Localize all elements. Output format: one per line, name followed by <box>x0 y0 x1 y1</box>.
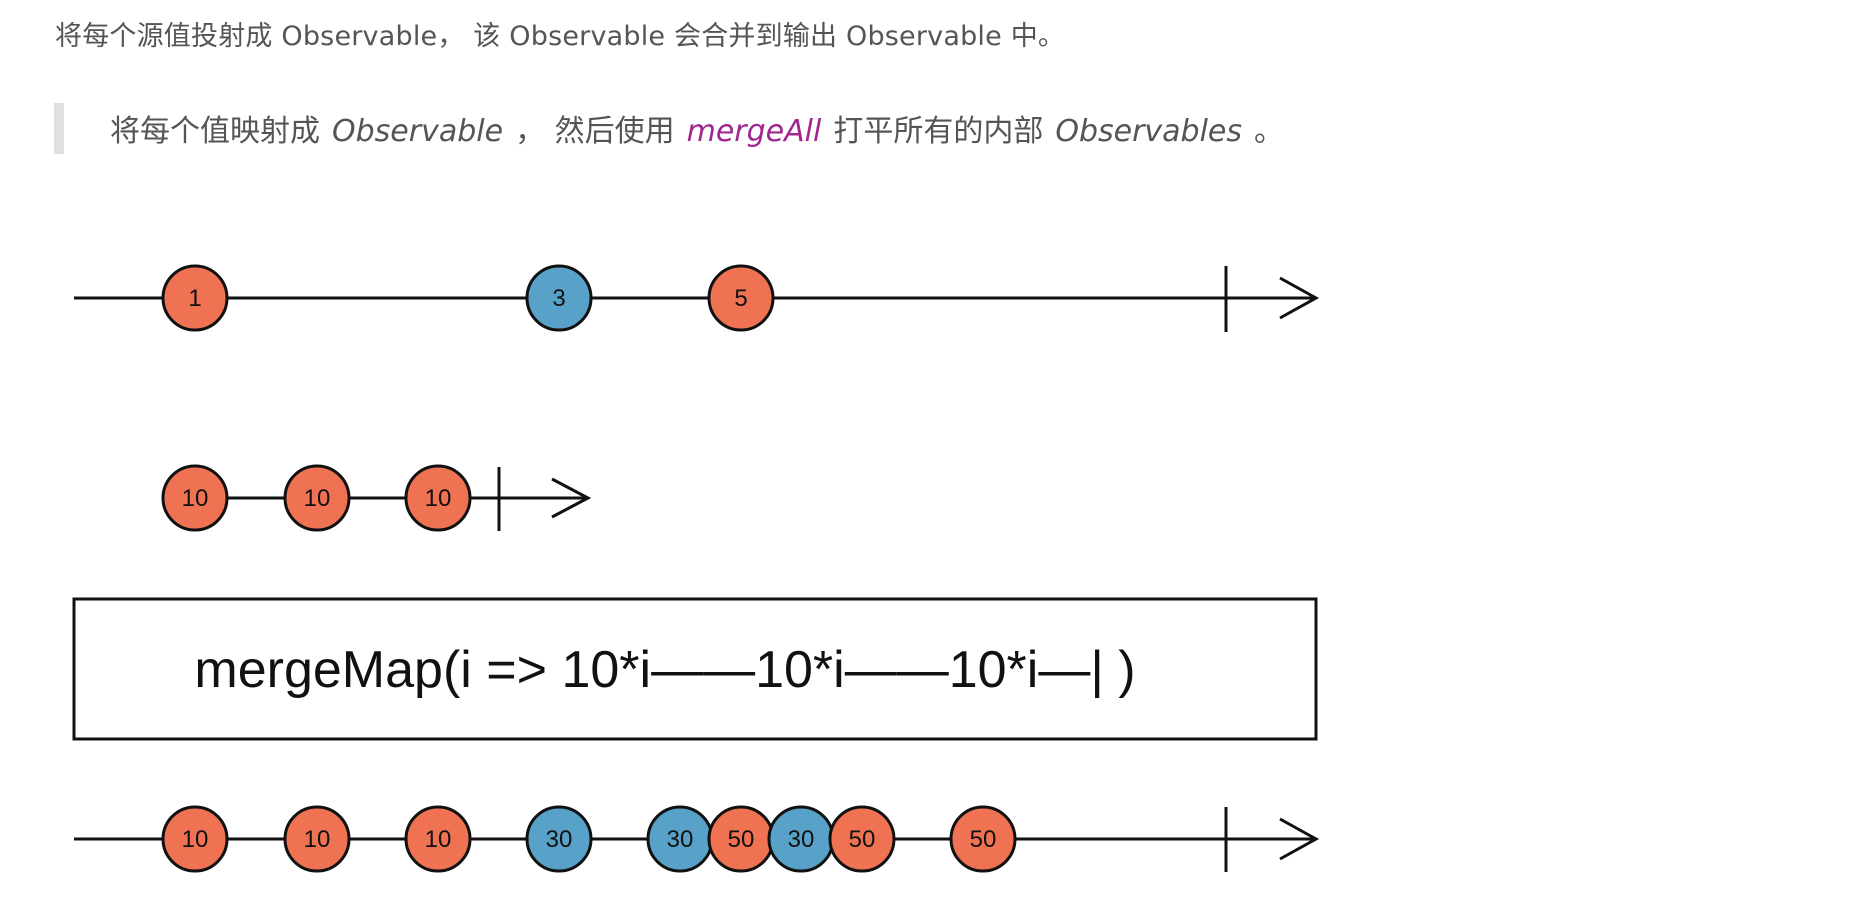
svg-text:10: 10 <box>304 485 331 512</box>
quote-part-2: ， 然后使用 <box>515 114 675 149</box>
svg-text:10: 10 <box>304 826 331 853</box>
marble: 30 <box>525 805 593 873</box>
quote-observables: Observables <box>1055 114 1243 149</box>
output-timeline: 10 10 10 30 30 50 30 50 <box>74 805 1320 873</box>
svg-text:50: 50 <box>849 826 876 853</box>
marble: 10 <box>404 805 472 873</box>
quote-observable: Observable <box>332 114 504 149</box>
marble: 10 <box>283 464 351 532</box>
blockquote: 将每个值映射成 Observable ， 然后使用 mergeAll 打平所有的内部 Ob… <box>110 106 1284 150</box>
svg-text:50: 50 <box>728 826 755 853</box>
arrow-icon <box>1279 817 1320 861</box>
svg-text:5: 5 <box>734 285 747 312</box>
operator-label: mergeMap(i => 10*i——10*i——10*i—| ) <box>194 641 1135 699</box>
marble: 50 <box>707 805 775 873</box>
svg-text:1: 1 <box>188 285 201 312</box>
svg-text:10: 10 <box>182 826 209 853</box>
quote-part-3: 打平所有的内部 <box>833 114 1044 149</box>
svg-text:50: 50 <box>970 826 997 853</box>
marble: 10 <box>283 805 351 873</box>
inner-timeline: 10 10 10 <box>161 464 592 532</box>
blockquote-bar <box>54 103 64 154</box>
quote-mergeall-link[interactable]: mergeAll <box>686 114 822 149</box>
svg-text:10: 10 <box>425 485 452 512</box>
intro-text: 将每个源值投射成 Observable， 该 Observable 会合并到输出… <box>55 21 1066 52</box>
marble: 50 <box>949 805 1017 873</box>
svg-text:3: 3 <box>552 285 565 312</box>
marble: 30 <box>767 805 835 873</box>
quote-part-1: 将每个值映射成 <box>110 114 320 149</box>
svg-text:30: 30 <box>788 826 815 853</box>
source-timeline: 1 3 5 <box>74 264 1320 332</box>
marble: 10 <box>404 464 472 532</box>
operator-box: mergeMap(i => 10*i——10*i——10*i—| ) <box>72 597 1318 741</box>
arrow-icon <box>1279 276 1320 320</box>
quote-part-4: 。 <box>1254 114 1285 149</box>
marble: 1 <box>161 264 229 332</box>
svg-text:30: 30 <box>667 826 694 853</box>
marble: 3 <box>525 264 593 332</box>
svg-text:10: 10 <box>182 485 209 512</box>
svg-text:10: 10 <box>425 826 452 853</box>
marble: 10 <box>161 464 229 532</box>
arrow-icon <box>551 477 592 519</box>
marble: 5 <box>707 264 775 332</box>
marble: 10 <box>161 805 229 873</box>
marble: 50 <box>828 805 896 873</box>
marble: 30 <box>646 805 714 873</box>
svg-text:30: 30 <box>546 826 573 853</box>
